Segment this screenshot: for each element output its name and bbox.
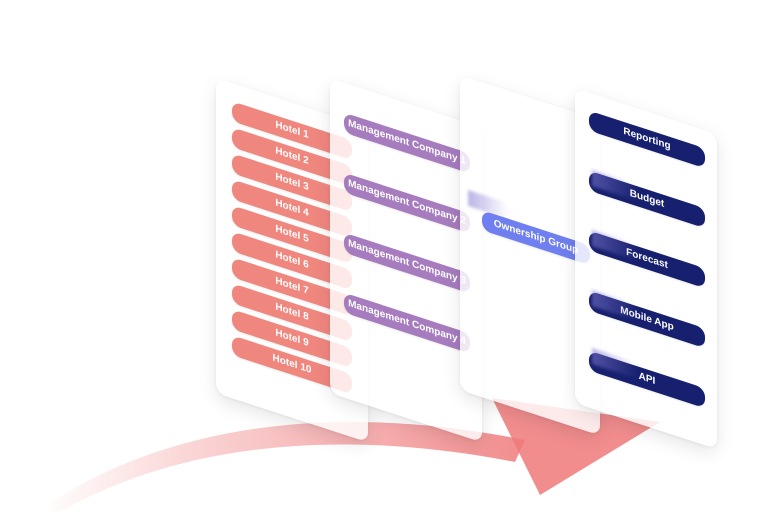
ownership-group-pill: Ownership Group xyxy=(482,210,590,266)
management-company-pill-3: Management Company 3 xyxy=(344,232,470,294)
management-company-pill-2: Management Company 2 xyxy=(344,172,470,234)
management-company-pill-4: Management Company 4 xyxy=(344,292,470,354)
management-company-pill-1: Management Company 1 xyxy=(344,112,470,174)
